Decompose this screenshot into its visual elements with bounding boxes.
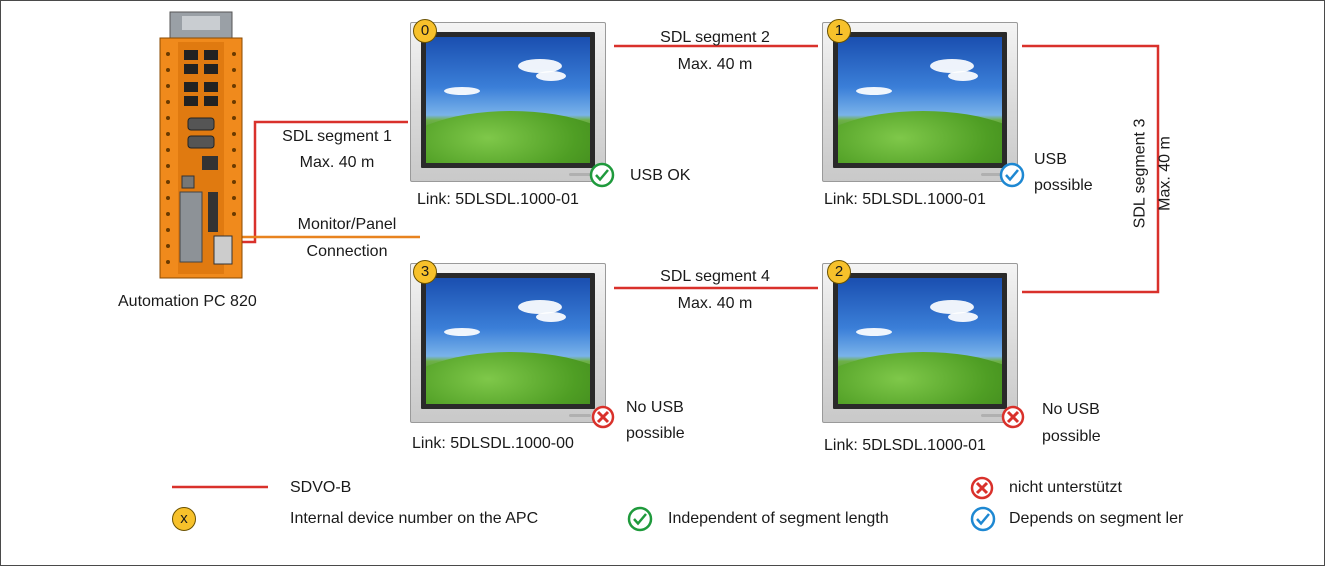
panel-0-usb-status: USB OK — [630, 167, 691, 184]
panel-2 — [822, 263, 1018, 423]
check-blue-icon — [970, 506, 996, 532]
sdl-segment-2-title: SDL segment 2 — [660, 29, 770, 46]
sdl-segment-2-length: Max. 40 m — [677, 56, 753, 73]
device-number-badge-1: 1 — [827, 19, 851, 43]
panel-2-link: Link: 5DLSDL.1000-01 — [824, 437, 986, 454]
pc-label: Automation PC 820 — [118, 293, 257, 310]
device-number-badge-0: 0 — [413, 19, 437, 43]
panel-0-link: Link: 5DLSDL.1000-01 — [417, 191, 579, 208]
legend-not-supported-label: nicht unterstützt — [1009, 479, 1122, 496]
panel-1 — [822, 22, 1018, 182]
cross-red-icon — [970, 476, 994, 500]
legend-depends-label: Depends on segment ler — [1009, 510, 1184, 527]
device-number-badge-3: 3 — [413, 260, 437, 284]
panel-1-link: Link: 5DLSDL.1000-01 — [824, 191, 986, 208]
panel-1-usb-status-line2: possible — [1034, 177, 1093, 194]
legend-badge: x — [172, 507, 196, 531]
connection-label-line2: Connection — [306, 243, 388, 260]
legend-sdvo-label: SDVO-B — [290, 479, 352, 496]
device-number-badge-2: 2 — [827, 260, 851, 284]
cross-red-icon — [1001, 405, 1025, 429]
sdl-segment-1-line — [237, 120, 408, 244]
panel-3-usb-status-line2: possible — [626, 425, 685, 442]
connection-label-line1: Monitor/Panel — [297, 216, 397, 233]
sdl-segment-3-title: SDL segment 3 — [1131, 118, 1149, 229]
cross-red-icon — [591, 405, 615, 429]
legend-device-number-label: Internal device number on the APC — [290, 510, 539, 527]
check-green-icon — [627, 506, 653, 532]
panel-0 — [410, 22, 606, 182]
automation-pc-image — [159, 11, 243, 279]
panel-2-usb-status-line1: No USB — [1042, 401, 1100, 418]
panel-3-usb-status-line1: No USB — [626, 399, 684, 416]
sdl-segment-1-title: SDL segment 1 — [282, 128, 392, 145]
sdl-segment-1-length: Max. 40 m — [299, 154, 375, 171]
panel-3-link: Link: 5DLSDL.1000-00 — [412, 435, 574, 452]
sdl-segment-3-length: Max. 40 m — [1156, 136, 1174, 211]
sdl-segment-4-title: SDL segment 4 — [660, 268, 770, 285]
panel-1-usb-status-line1: USB — [1034, 151, 1067, 168]
panel-3 — [410, 263, 606, 423]
panel-2-usb-status-line2: possible — [1042, 428, 1101, 445]
check-green-icon — [589, 162, 615, 188]
legend-independent-label: Independent of segment length — [668, 510, 889, 527]
sdl-segment-3-line — [1022, 44, 1160, 294]
check-blue-icon — [999, 162, 1025, 188]
sdl-segment-4-length: Max. 40 m — [677, 295, 753, 312]
